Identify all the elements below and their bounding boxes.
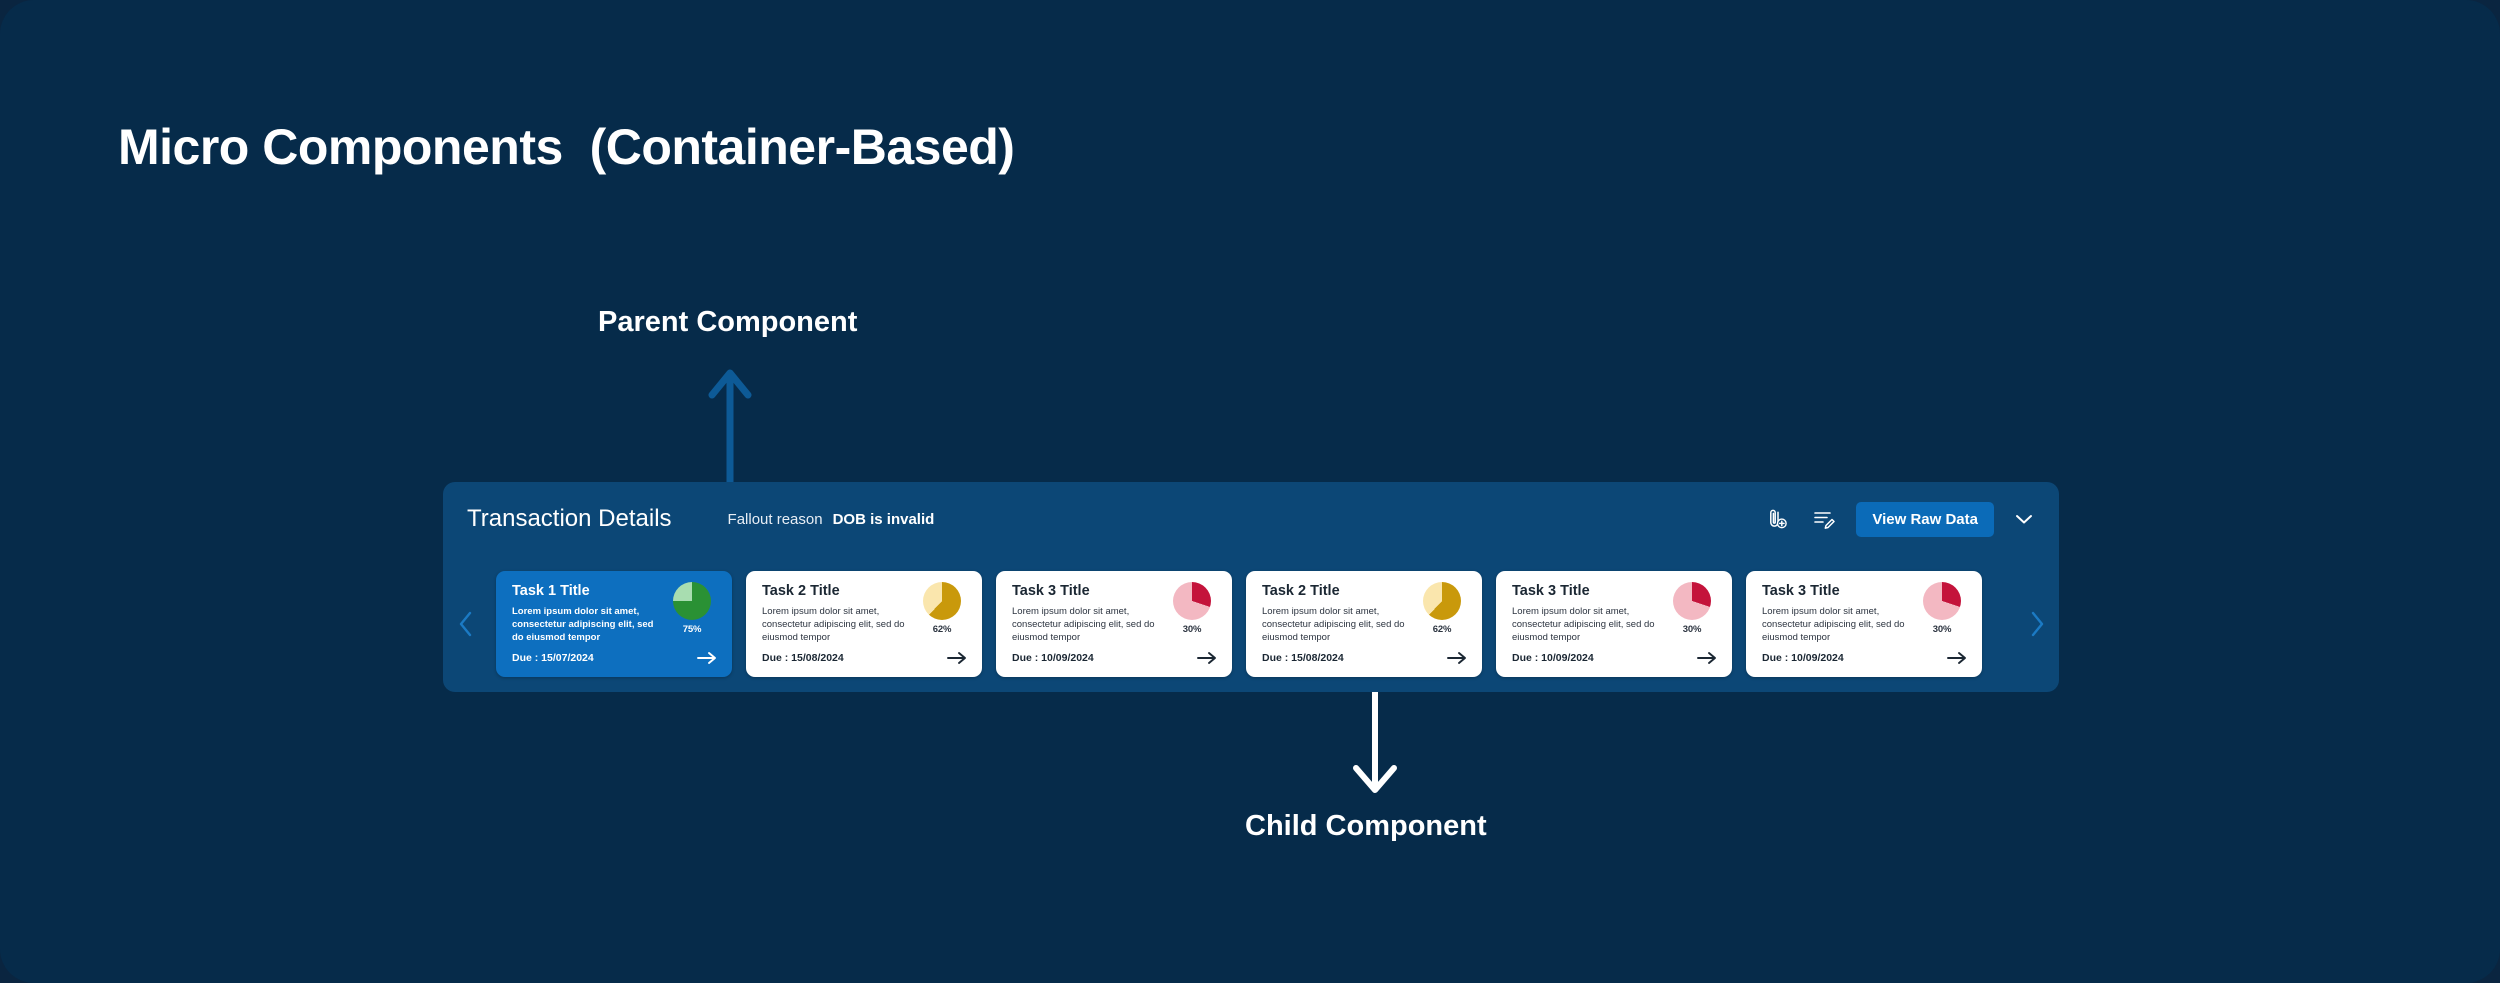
task-card-description: Lorem ipsum dolor sit amet, consectetur … [762,606,905,643]
task-due-date: Due : 10/09/2024 [1012,652,1094,664]
task-card-footer: Due : 15/08/2024 [762,649,968,667]
carousel-next-button[interactable] [2013,610,2059,638]
parent-arrow-icon [708,369,752,500]
page-title: Micro Components (Container-Based) [118,119,1015,175]
arrow-right-icon[interactable] [1696,649,1718,667]
task-percent-label: 62% [1432,624,1452,635]
panel-title: Transaction Details [467,505,672,532]
fallout-reason-label: Fallout reason [727,510,823,528]
arrow-right-icon[interactable] [696,649,718,667]
task-card-description: Lorem ipsum dolor sit amet, consectetur … [1262,606,1405,643]
task-due-date: Due : 15/08/2024 [1262,652,1344,664]
child-arrow-icon [1353,688,1397,793]
view-raw-data-button[interactable]: View Raw Data [1856,501,1994,537]
pie-chart [1423,582,1461,620]
task-percent-label: 75% [682,624,702,635]
parent-component-label: Parent Component [598,306,858,338]
task-card-footer: Due : 15/08/2024 [1262,649,1468,667]
pie-chart [1673,582,1711,620]
transaction-details-panel: Transaction Details Fallout reason DOB i… [443,482,2059,692]
chevron-down-icon[interactable] [2011,506,2037,532]
task-card-title: Task 1 Title [512,583,590,599]
task-card-footer: Due : 10/09/2024 [1512,649,1718,667]
arrow-right-icon[interactable] [1946,649,1968,667]
task-progress-chart: 30% [1166,582,1218,635]
pie-chart [923,582,961,620]
task-percent-label: 30% [1682,624,1702,635]
task-due-date: Due : 15/07/2024 [512,652,594,664]
task-card-footer: Due : 15/07/2024 [512,649,718,667]
arrow-right-icon[interactable] [946,649,968,667]
task-due-date: Due : 15/08/2024 [762,652,844,664]
task-card-title: Task 3 Title [1512,583,1590,599]
task-card-title: Task 3 Title [1012,583,1090,599]
pie-chart [1923,582,1961,620]
attach-add-icon[interactable] [1762,504,1792,534]
task-percent-label: 62% [932,624,952,635]
pie-chart [673,582,711,620]
task-card-footer: Due : 10/09/2024 [1762,649,1968,667]
note-edit-icon[interactable] [1809,504,1839,534]
task-progress-chart: 62% [1416,582,1468,635]
task-card-description: Lorem ipsum dolor sit amet, consectetur … [1012,606,1155,643]
task-due-date: Due : 10/09/2024 [1762,652,1844,664]
task-card-description: Lorem ipsum dolor sit amet, consectetur … [512,606,654,643]
panel-header: Transaction Details Fallout reason DOB i… [443,482,2059,556]
panel-header-actions: View Raw Data [1762,501,2037,537]
task-card-description: Lorem ipsum dolor sit amet, consectetur … [1512,606,1655,643]
task-progress-chart: 30% [1916,582,1968,635]
task-due-date: Due : 10/09/2024 [1512,652,1594,664]
child-component-label: Child Component [1245,810,1487,842]
arrow-right-icon[interactable] [1446,649,1468,667]
carousel-prev-button[interactable] [443,610,489,638]
task-progress-chart: 75% [666,582,718,635]
pie-chart [1173,582,1211,620]
fallout-reason: Fallout reason DOB is invalid [728,511,935,528]
task-card-footer: Due : 10/09/2024 [1012,649,1218,667]
task-card-title: Task 2 Title [1262,583,1340,599]
task-card-title: Task 3 Title [1762,583,1840,599]
task-percent-label: 30% [1182,624,1202,635]
task-progress-chart: 62% [916,582,968,635]
task-card-description: Lorem ipsum dolor sit amet, consectetur … [1762,606,1905,643]
arrow-right-icon[interactable] [1196,649,1218,667]
task-percent-label: 30% [1932,624,1952,635]
task-progress-chart: 30% [1666,582,1718,635]
task-card-title: Task 2 Title [762,583,840,599]
fallout-reason-value: DOB is invalid [832,510,935,528]
